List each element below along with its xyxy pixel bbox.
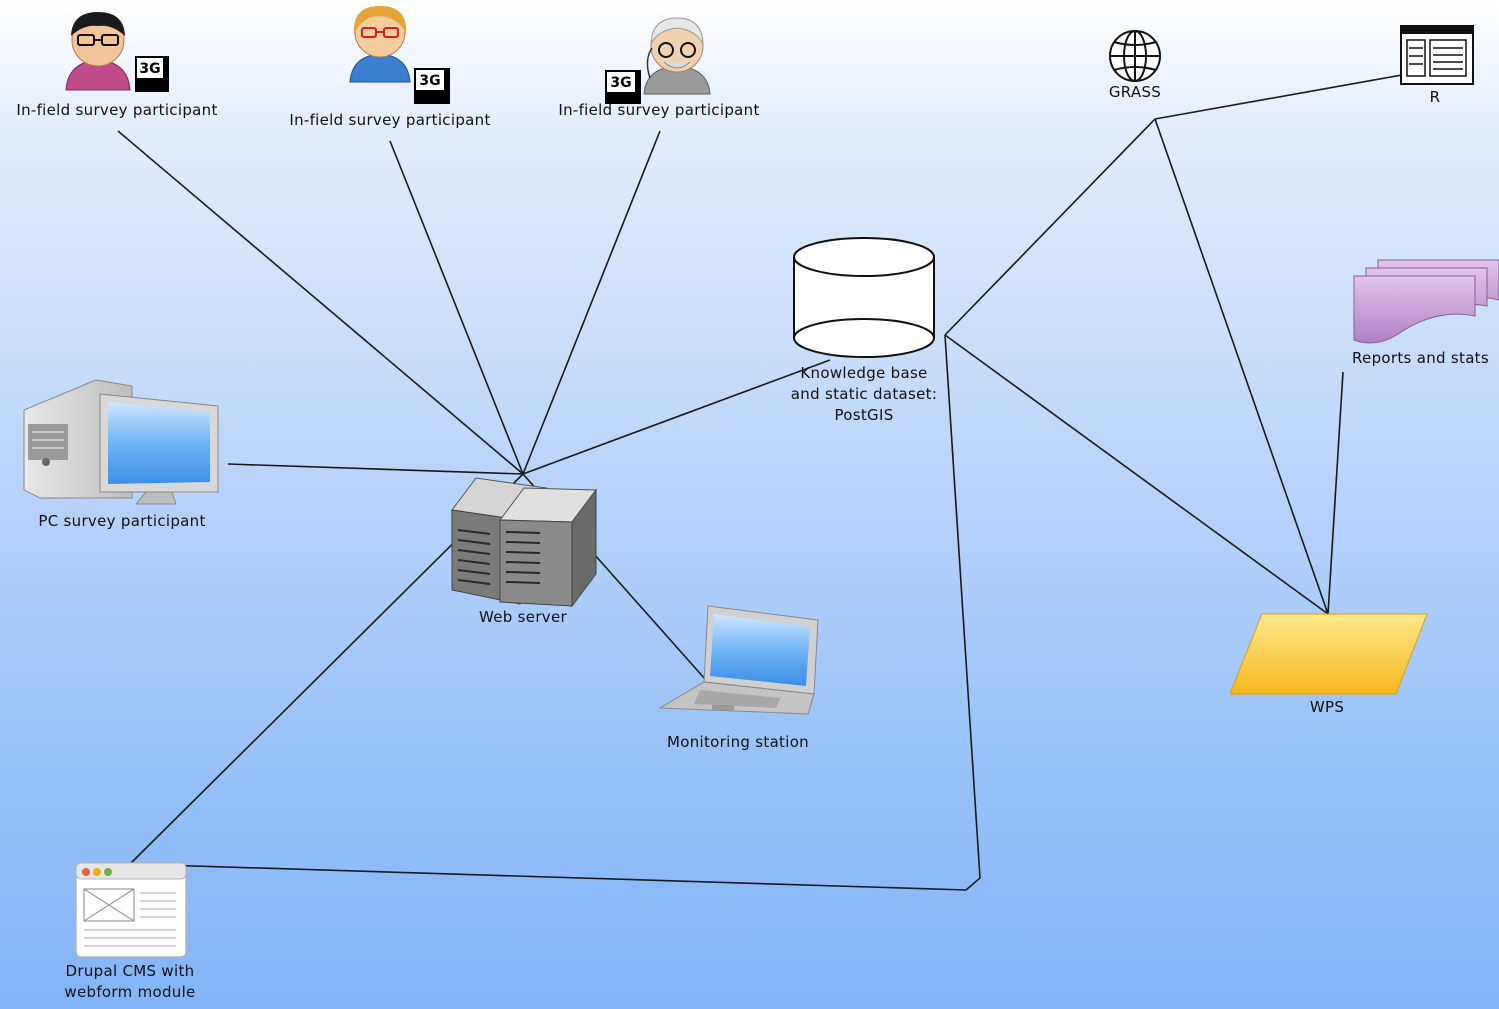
participant-2-3g-text: 3G <box>419 73 440 89</box>
participant-3-3g-icon: 3G <box>605 70 641 104</box>
reports-label: Reports and stats <box>1352 349 1489 367</box>
globe-icon <box>1109 30 1161 82</box>
r-label: R <box>1429 88 1441 106</box>
knowledge-base-label: Knowledge base and static dataset: PostG… <box>790 364 938 424</box>
wps-shape <box>1229 613 1428 695</box>
participant-3-3g-text: 3G <box>610 75 631 91</box>
edge-participant3-webserver <box>522 130 661 475</box>
participant-2-icon <box>349 6 411 83</box>
participant-1-icon <box>65 12 131 91</box>
desktop-computer-icon <box>23 379 219 505</box>
edge-grass-wps <box>1154 118 1329 615</box>
document-icon <box>1400 25 1474 85</box>
participant-1-3g-icon: 3G <box>135 56 169 92</box>
database-icon <box>793 237 935 358</box>
browser-window-icon <box>75 862 187 958</box>
connectors <box>117 74 1403 891</box>
edge-webserver-knowledgebase <box>522 359 831 475</box>
edge-drupal-knowledgebase <box>129 334 981 891</box>
participant-3-icon <box>643 17 711 95</box>
monitoring-label: Monitoring station <box>666 733 809 751</box>
participant-2-3g-icon: 3G <box>414 68 450 104</box>
web-server-label: Web server <box>479 608 567 626</box>
edge-reports-wps <box>1327 371 1344 615</box>
edge-participant1-webserver <box>117 130 524 475</box>
edge-participant2-webserver <box>389 140 524 475</box>
edge-grass-r <box>1154 74 1403 120</box>
edge-knowledgebase-grass <box>944 118 1156 336</box>
edge-knowledgebase-wps <box>944 334 1329 615</box>
server-icon <box>451 477 597 608</box>
laptop-icon <box>658 605 819 715</box>
participant-1-label: In-field survey participant <box>16 101 218 119</box>
reports-icon <box>1353 259 1499 344</box>
drupal-label: Drupal CMS with webform module <box>64 962 196 1001</box>
participant-2-label: In-field survey participant <box>289 111 491 129</box>
pc-participant-label: PC survey participant <box>38 512 206 530</box>
wps-label: WPS <box>1309 698 1345 716</box>
grass-label: GRASS <box>1108 83 1162 101</box>
participant-1-3g-text: 3G <box>139 61 160 77</box>
participant-3-label: In-field survey participant <box>558 101 760 119</box>
edge-pc-webserver <box>227 463 524 475</box>
